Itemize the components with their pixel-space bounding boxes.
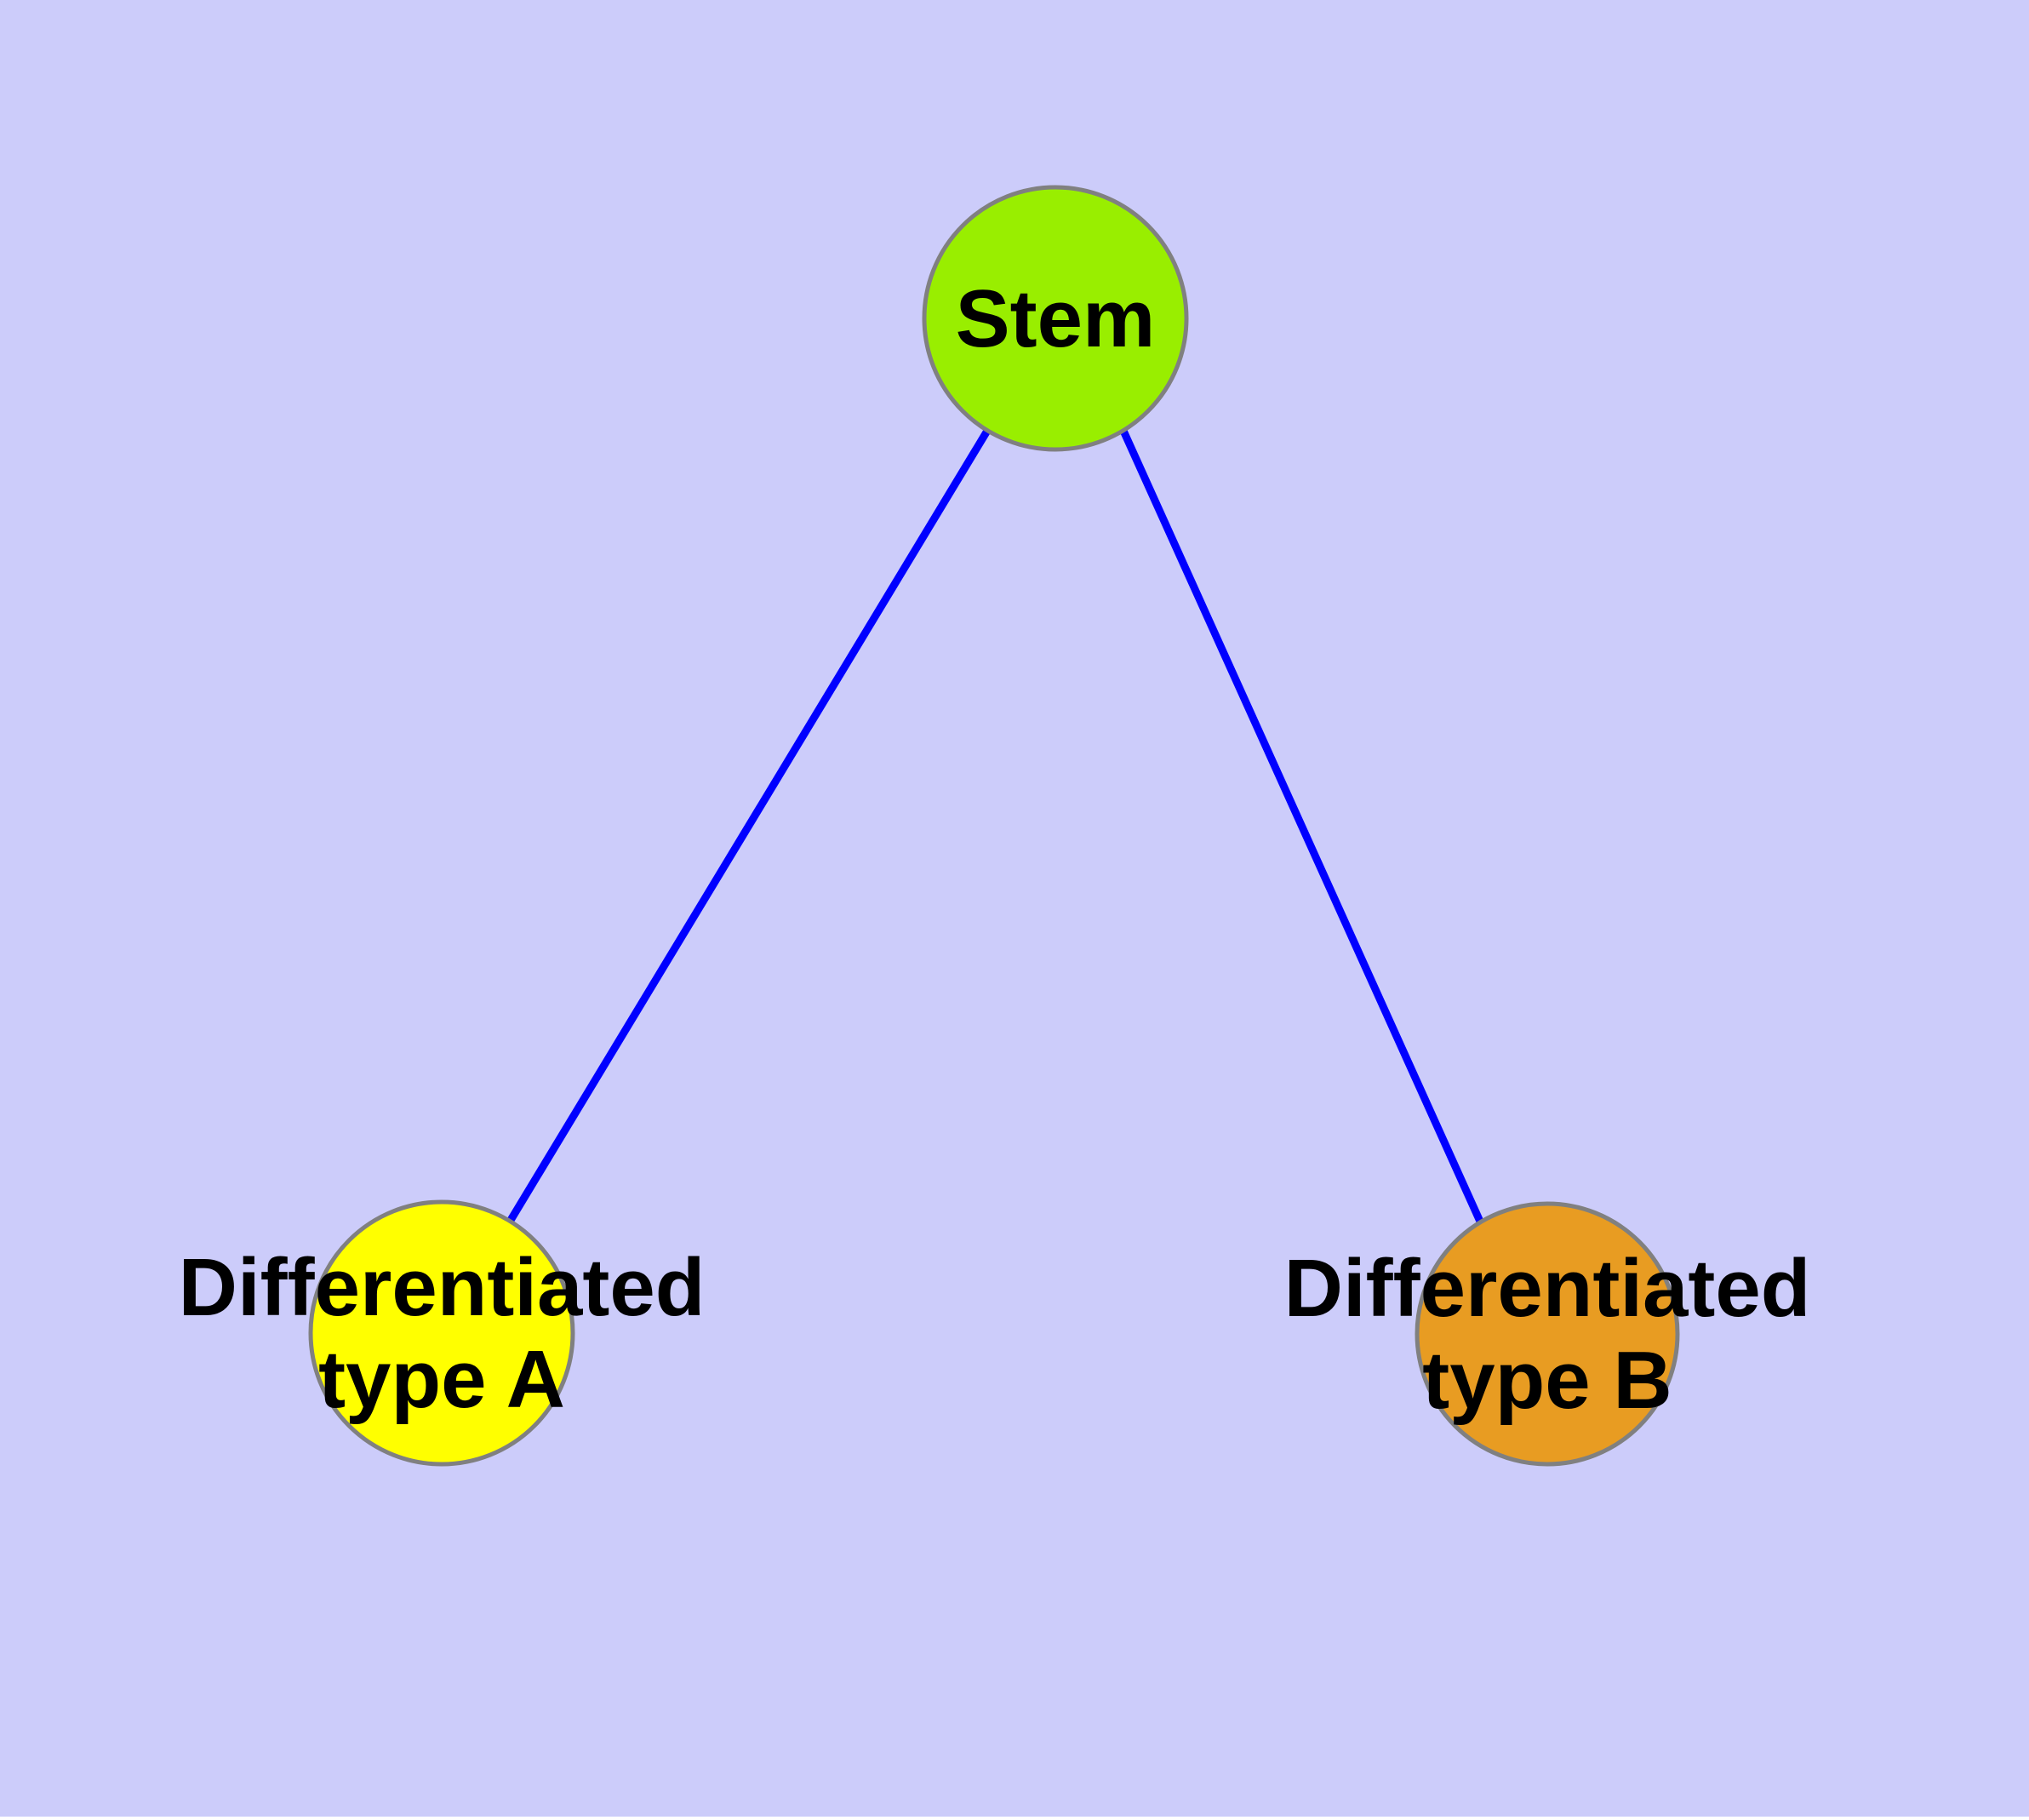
node-circle-diff_b[interactable]: [1415, 1201, 1680, 1467]
edge-stem-diff-b[interactable]: [1119, 429, 1485, 1225]
node-circle-stem[interactable]: [922, 185, 1189, 452]
node-label-line: type B: [1422, 1335, 1672, 1426]
node-stem[interactable]: Stem: [922, 185, 1189, 452]
node-label-line: Differentiated: [1284, 1243, 1811, 1334]
edge-stem-diff-a[interactable]: [506, 428, 991, 1224]
node-label-line: Stem: [956, 273, 1156, 364]
edges-layer: [506, 428, 1485, 1225]
node-label-line: Differentiated: [179, 1242, 706, 1333]
node-circle-diff_a[interactable]: [308, 1199, 575, 1467]
node-label-line: type A: [318, 1334, 565, 1425]
node-label-stem: Stem: [956, 273, 1156, 364]
